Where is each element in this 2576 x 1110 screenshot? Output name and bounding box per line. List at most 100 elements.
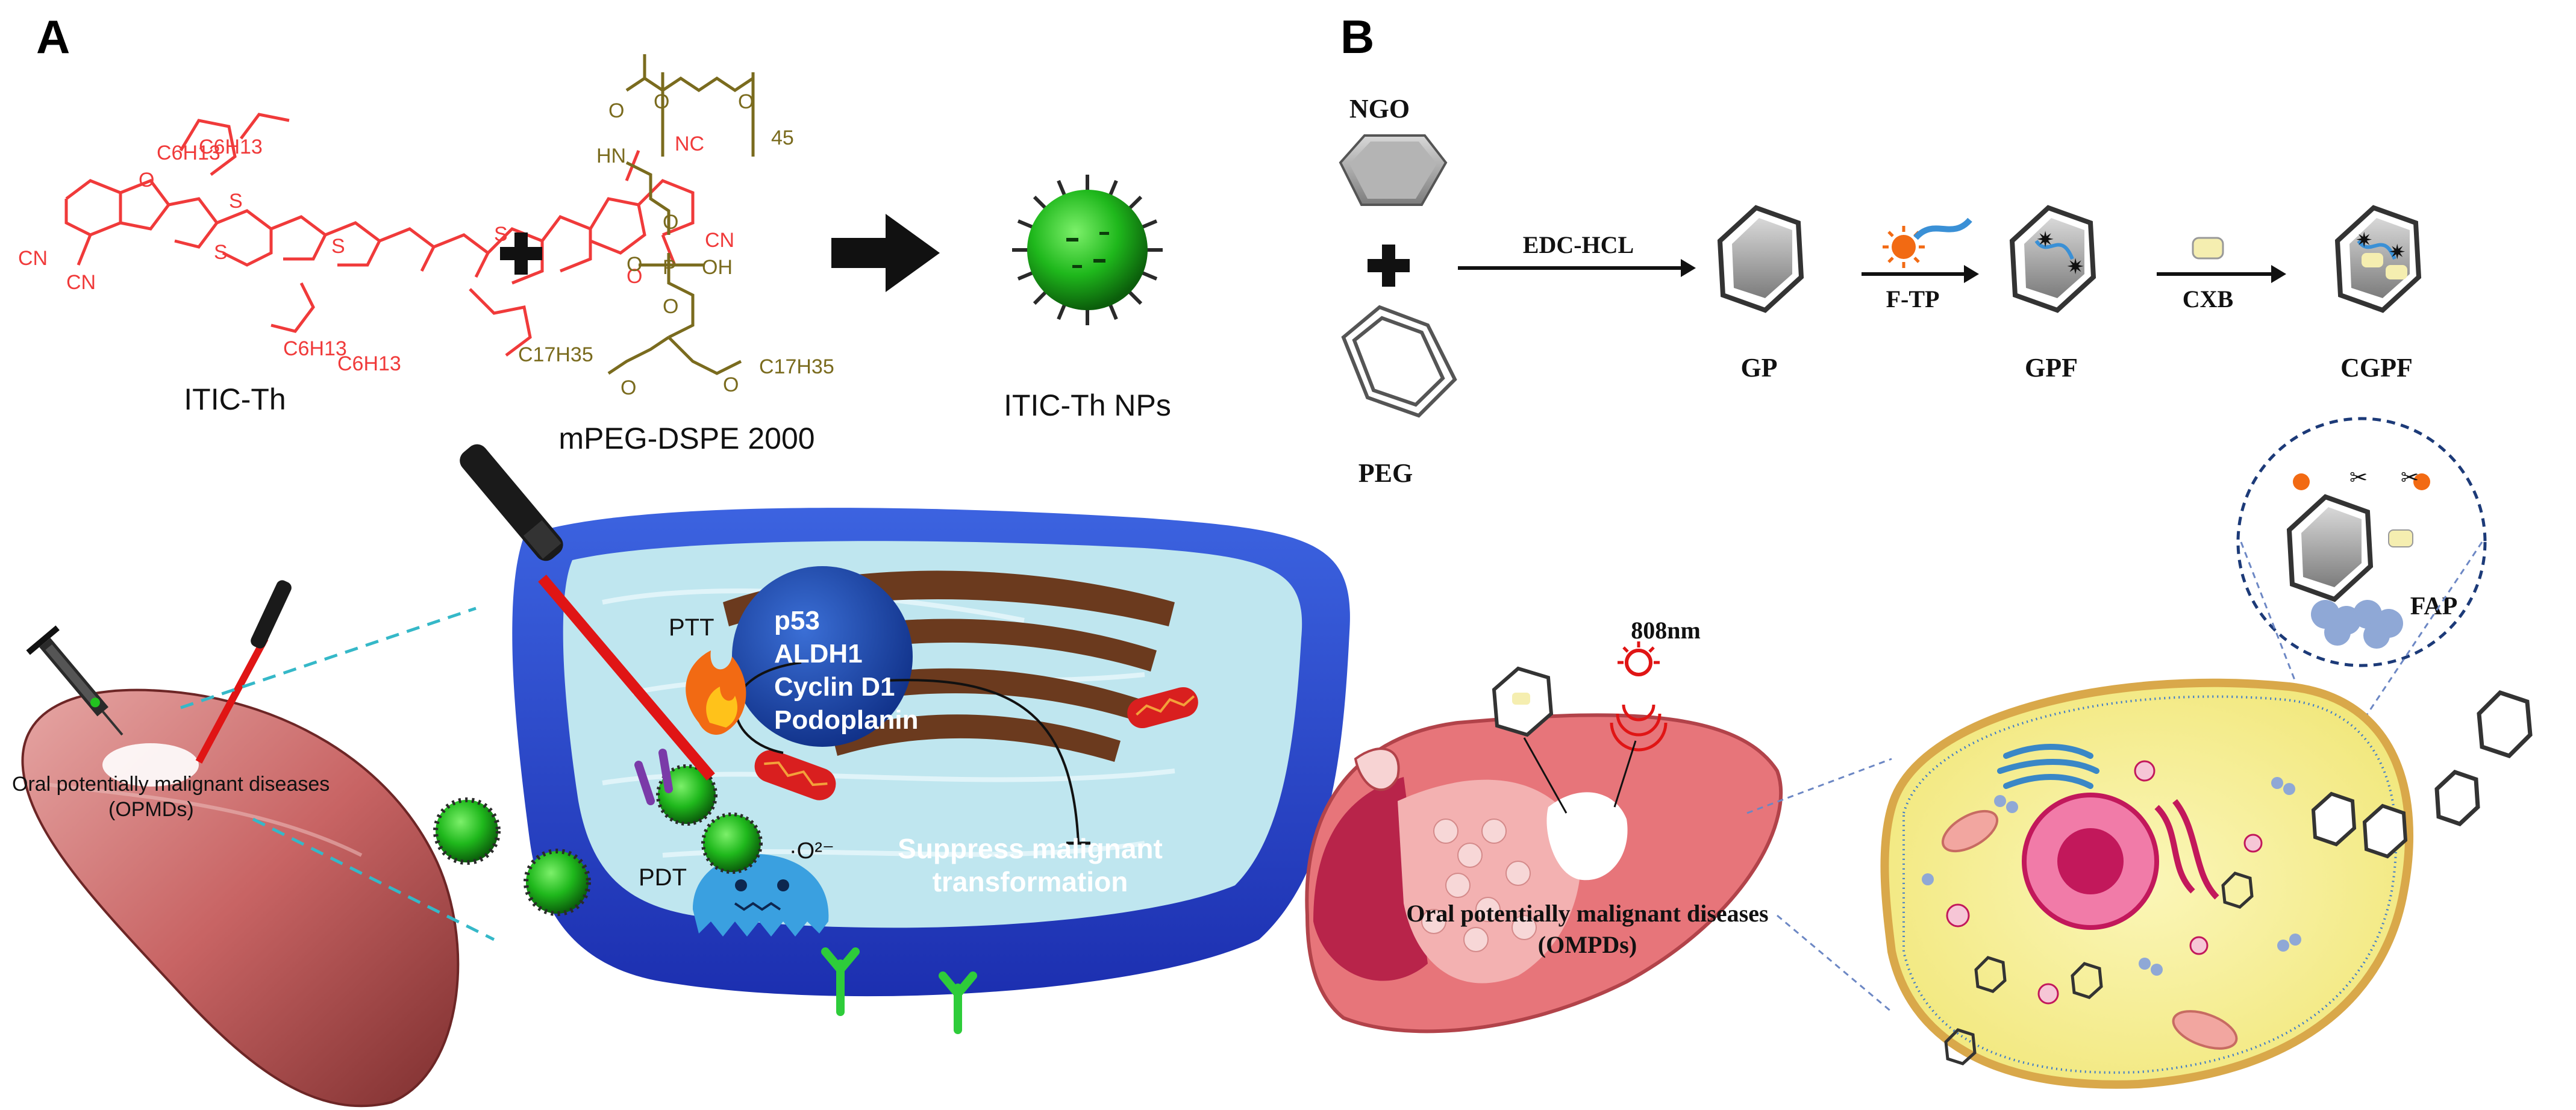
- itic-th-structure: [64, 113, 695, 357]
- sun-icon: [1883, 217, 1972, 268]
- tongue-a-label-2: (OPMDs): [108, 798, 194, 821]
- cgpf-icon: ✷ ✷: [2334, 205, 2422, 313]
- mouth-zoom-line-lower: [1777, 914, 1892, 1013]
- ros-label: ·O²⁻: [789, 838, 834, 864]
- tongue-a: [21, 688, 460, 1108]
- arrow-ftp: [1862, 265, 1979, 283]
- cell-a: [512, 508, 1350, 1034]
- svg-text:✂: ✂: [2401, 465, 2419, 490]
- svg-text:CN: CN: [705, 229, 734, 252]
- heat-flame-icon: [686, 650, 746, 735]
- svg-text:O: O: [663, 295, 678, 318]
- panel-a: A CN CN NC CN O: [12, 10, 1350, 1108]
- svg-text:O: O: [663, 211, 678, 234]
- nucleus-a: [732, 566, 913, 747]
- svg-text:P: P: [663, 256, 677, 279]
- svg-text:O: O: [627, 253, 642, 276]
- itic-th-np-product: [1012, 175, 1163, 325]
- svg-text:O: O: [139, 169, 154, 192]
- marker-p53: p53: [774, 606, 820, 635]
- svg-text:C17H35: C17H35: [518, 343, 593, 366]
- svg-text:✷: ✷: [2389, 241, 2406, 264]
- marker-podoplanin: Podoplanin: [774, 705, 919, 735]
- marker-aldh1: ALDH1: [774, 639, 863, 669]
- panel-b: B NGO PEG EDC-HCL GP: [1305, 10, 2533, 1089]
- pdt-label: PDT: [639, 864, 687, 891]
- svg-text:C6H13: C6H13: [337, 352, 401, 375]
- laser-pointer-large-icon: [460, 444, 715, 781]
- mouth-zoom-line-upper: [1746, 758, 1892, 814]
- suppress-label-2: transformation: [933, 866, 1128, 897]
- laser-808-icon: [1610, 641, 1668, 752]
- plus-icon: [500, 232, 542, 275]
- peg-label: PEG: [1358, 458, 1413, 488]
- mouth-b: [1305, 713, 1783, 1034]
- cell-b: [1880, 678, 2413, 1089]
- svg-text:NC: NC: [675, 133, 704, 155]
- marker-cyclin-d1: Cyclin D1: [774, 672, 895, 702]
- svg-text:S: S: [229, 190, 243, 213]
- fap-zoom-circle: ✂ ✂: [2236, 417, 2487, 667]
- svg-text:45: 45: [771, 126, 794, 149]
- panel-a-letter: A: [36, 10, 70, 63]
- gpf-label: GPF: [2025, 353, 2078, 382]
- mpeg-dspe-atom-labels: O O O 45 HN O O P OH O C17H35 C17H35 O O: [518, 90, 834, 399]
- delivery-arrow-2: [1613, 740, 1637, 808]
- suppress-label-1: Suppress malignant: [898, 833, 1163, 864]
- zoom-line-upper: [180, 606, 477, 709]
- svg-text:HN: HN: [596, 145, 626, 167]
- np-cluster-on-cell: [656, 764, 763, 874]
- ptt-label: PTT: [669, 614, 714, 641]
- svg-text:O: O: [627, 265, 642, 288]
- svg-text:S: S: [494, 223, 508, 246]
- svg-text:✂: ✂: [2349, 465, 2368, 490]
- svg-text:C6H13: C6H13: [283, 337, 347, 360]
- gpf-icon: ✷ ✷: [2009, 205, 2096, 313]
- ftp-label: F-TP: [1886, 285, 1940, 313]
- itic-th-atom-labels: CN CN NC CN O O C6H13 C6H13 C6H13 C6H13 …: [18, 133, 734, 375]
- svg-text:S: S: [214, 241, 228, 264]
- mpeg-dspe-label: mPEG-DSPE 2000: [558, 422, 814, 455]
- suppression-arrow: [885, 679, 1080, 844]
- cxb-label: CXB: [2183, 285, 2233, 313]
- mitochondrion-2: [754, 750, 836, 800]
- arrow-edc: [1458, 259, 1696, 277]
- tongue-a-label-1: Oral potentially malignant diseases: [12, 773, 330, 796]
- svg-text:S: S: [331, 235, 345, 258]
- svg-text:CN: CN: [18, 247, 48, 270]
- laser-808-label: 808nm: [1631, 617, 1701, 644]
- purple-receptors: [634, 749, 673, 805]
- zoom-line-lower: [252, 817, 495, 941]
- cgpf-label: CGPF: [2340, 353, 2413, 382]
- synthesis-arrow: [831, 214, 940, 292]
- ros-monster-icon: [693, 854, 829, 937]
- plus-b-icon: [1368, 245, 1410, 287]
- gp-icon: [1717, 205, 1804, 313]
- membrane-receptors: [821, 947, 977, 1034]
- arrow-cxb: [2157, 265, 2286, 283]
- svg-text:O: O: [621, 376, 636, 399]
- laser-pointer-small-icon: [195, 580, 292, 764]
- itic-th-label: ITIC-Th: [184, 382, 286, 416]
- svg-text:O: O: [723, 373, 739, 396]
- svg-text:✷: ✷: [2036, 227, 2054, 252]
- svg-text:OH: OH: [702, 256, 733, 279]
- nanoparticle-mouth-icon: [1492, 666, 1554, 737]
- free-particles-b: [2434, 690, 2533, 826]
- delivery-arrow-1: [1523, 737, 1568, 814]
- gp-label: GP: [1740, 353, 1777, 382]
- panel-b-letter: B: [1340, 10, 1374, 63]
- svg-text:CN: CN: [66, 271, 96, 294]
- svg-text:✷: ✷: [2356, 229, 2373, 252]
- mouth-b-label-1: Oral potentially malignant diseases: [1406, 900, 1768, 927]
- syringe-icon: [26, 625, 123, 736]
- itic-th-nps-label: ITIC-Th NPs: [1004, 388, 1171, 422]
- edc-label: EDC-HCL: [1523, 231, 1634, 258]
- svg-text:O: O: [608, 99, 624, 122]
- svg-text:✷: ✷: [2066, 254, 2084, 279]
- mouth-b-label-2: (OMPDs): [1538, 931, 1637, 958]
- mitochondrion-1: [1127, 687, 1198, 729]
- cxb-drug-icon: [2192, 237, 2224, 260]
- mpeg-dspe-structure: [607, 54, 755, 375]
